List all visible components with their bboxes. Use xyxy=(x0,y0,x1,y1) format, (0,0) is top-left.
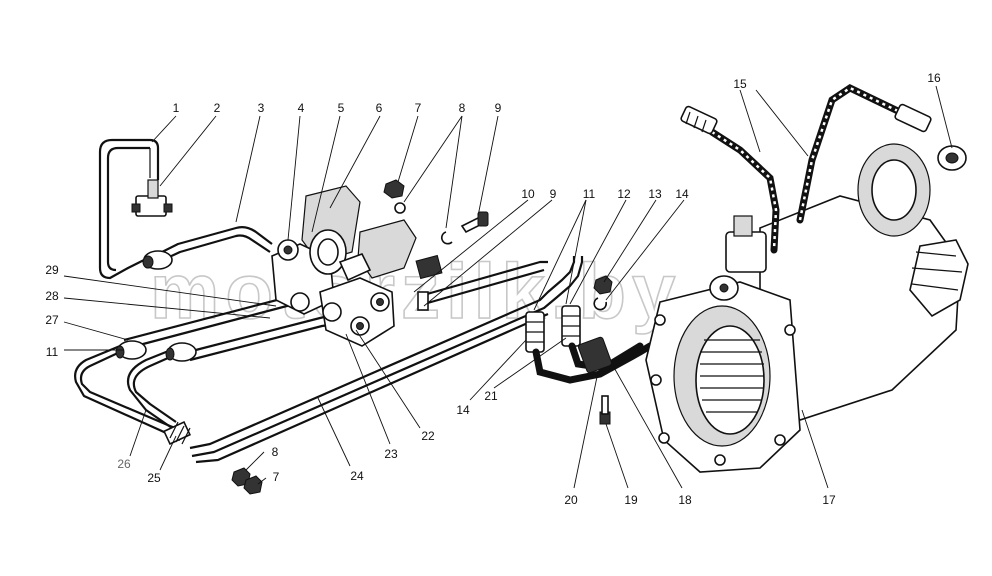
callout-14-top: 14 xyxy=(675,187,689,201)
fasteners-top xyxy=(383,179,613,311)
callout-19: 19 xyxy=(624,493,638,507)
callout-28: 28 xyxy=(45,289,59,303)
callout-7-top: 7 xyxy=(415,101,422,115)
brake-tube-loop xyxy=(98,138,160,280)
callout-13: 13 xyxy=(648,187,662,201)
callout-18: 18 xyxy=(678,493,692,507)
brake-tube-upper xyxy=(142,226,273,270)
flexible-hoses xyxy=(680,83,967,254)
transmission-housing xyxy=(645,143,969,473)
callout-12: 12 xyxy=(617,187,631,201)
callout-26: 26 xyxy=(117,457,131,471)
callout-14-bottom: 14 xyxy=(456,403,470,417)
callout-15: 15 xyxy=(733,77,747,91)
callout-4: 4 xyxy=(298,101,305,115)
callout-8-bottom: 8 xyxy=(272,445,279,459)
callout-11-left: 11 xyxy=(46,345,59,359)
watermark: motorzilk.by xyxy=(150,247,681,335)
callout-9-mid: 9 xyxy=(550,187,557,201)
pressure-sensor xyxy=(131,179,173,217)
callout-6: 6 xyxy=(376,101,383,115)
brake-valve-block xyxy=(271,185,443,347)
callout-2: 2 xyxy=(214,101,221,115)
callout-9-top: 9 xyxy=(495,101,502,115)
callout-29: 29 xyxy=(45,263,59,277)
callout-24: 24 xyxy=(350,469,364,483)
hose-fittings xyxy=(525,305,654,384)
callout-5: 5 xyxy=(338,101,345,115)
fasteners-bottom xyxy=(231,395,611,495)
callout-1: 1 xyxy=(173,101,180,115)
callout-27: 27 xyxy=(45,313,59,327)
callout-16: 16 xyxy=(927,71,941,85)
callout-17: 17 xyxy=(822,493,836,507)
callout-22: 22 xyxy=(421,429,435,443)
callout-3: 3 xyxy=(258,101,265,115)
leader-lines xyxy=(63,85,953,489)
callout-25: 25 xyxy=(147,471,161,485)
callout-20: 20 xyxy=(564,493,578,507)
callout-10: 10 xyxy=(521,187,535,201)
callout-8-top: 8 xyxy=(459,101,466,115)
callout-7-bottom: 7 xyxy=(273,470,280,484)
callout-23: 23 xyxy=(384,447,398,461)
callout-labels: 1 2 3 4 5 6 7 8 9 10 9 11 12 13 14 15 16… xyxy=(45,71,941,507)
callout-11-top: 11 xyxy=(583,187,596,201)
callout-21: 21 xyxy=(484,389,498,403)
